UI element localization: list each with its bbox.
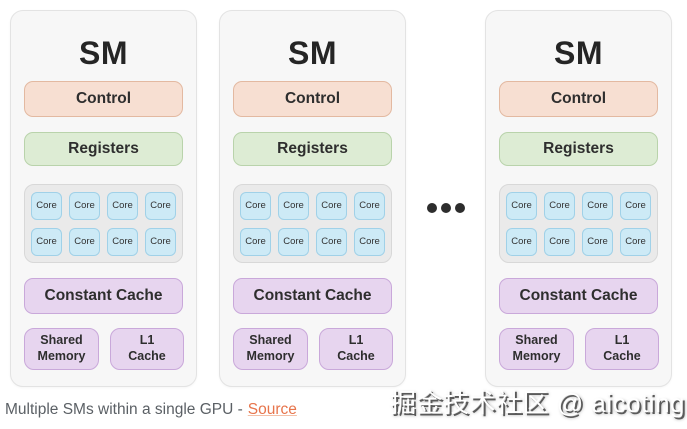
registers-box: Registers <box>24 132 183 166</box>
sm-card: SM Control Registers Core Core Core Core… <box>10 10 197 387</box>
sm-title: SM <box>79 35 128 71</box>
control-box: Control <box>499 81 658 117</box>
core-chip: Core <box>69 191 100 220</box>
shared-memory-box: Shared Memory <box>499 328 574 370</box>
watermark: 掘金技术社区 @ aicoting <box>390 388 685 418</box>
core-chip: Core <box>354 227 385 256</box>
core-chip: Core <box>278 227 309 256</box>
core-chip: Core <box>582 191 613 220</box>
core-chip: Core <box>278 191 309 220</box>
core-chip: Core <box>354 191 385 220</box>
registers-box: Registers <box>233 132 392 166</box>
source-link[interactable]: Source <box>247 401 297 418</box>
core-chip: Core <box>506 191 537 220</box>
l1-cache-box: L1 Cache <box>319 328 393 370</box>
shared-memory-box: Shared Memory <box>24 328 99 370</box>
core-chip: Core <box>544 191 575 220</box>
constant-cache-box: Constant Cache <box>233 278 392 314</box>
l1-cache-box: L1 Cache <box>110 328 184 370</box>
control-box: Control <box>233 81 392 117</box>
core-chip: Core <box>316 191 347 220</box>
core-chip: Core <box>240 191 271 220</box>
core-chip: Core <box>31 227 62 256</box>
core-chip: Core <box>240 227 271 256</box>
cores-grid: Core Core Core Core Core Core Core Core <box>499 184 658 263</box>
control-box: Control <box>24 81 183 117</box>
ellipsis-dot <box>427 203 437 213</box>
core-chip: Core <box>145 227 176 256</box>
registers-box: Registers <box>499 132 658 166</box>
sm-title: SM <box>288 35 337 71</box>
caption: Multiple SMs within a single GPU -Source <box>5 401 297 419</box>
cores-grid: Core Core Core Core Core Core Core Core <box>24 184 183 263</box>
sm-card: SM Control Registers Core Core Core Core… <box>485 10 672 387</box>
constant-cache-box: Constant Cache <box>499 278 658 314</box>
core-chip: Core <box>582 227 613 256</box>
ellipsis-dot <box>441 203 451 213</box>
l1-cache-box: L1 Cache <box>585 328 659 370</box>
caption-text: Multiple SMs within a single GPU - <box>5 401 243 418</box>
core-chip: Core <box>31 191 62 220</box>
core-chip: Core <box>107 191 138 220</box>
core-chip: Core <box>107 227 138 256</box>
ellipsis-dot <box>455 203 465 213</box>
core-chip: Core <box>620 191 651 220</box>
constant-cache-box: Constant Cache <box>24 278 183 314</box>
core-chip: Core <box>506 227 537 256</box>
core-chip: Core <box>145 191 176 220</box>
core-chip: Core <box>544 227 575 256</box>
core-chip: Core <box>69 227 100 256</box>
core-chip: Core <box>316 227 347 256</box>
shared-memory-box: Shared Memory <box>233 328 308 370</box>
sm-title: SM <box>554 35 603 71</box>
ellipsis-icon <box>427 203 465 213</box>
core-chip: Core <box>620 227 651 256</box>
cores-grid: Core Core Core Core Core Core Core Core <box>233 184 392 263</box>
sm-card: SM Control Registers Core Core Core Core… <box>219 10 406 387</box>
